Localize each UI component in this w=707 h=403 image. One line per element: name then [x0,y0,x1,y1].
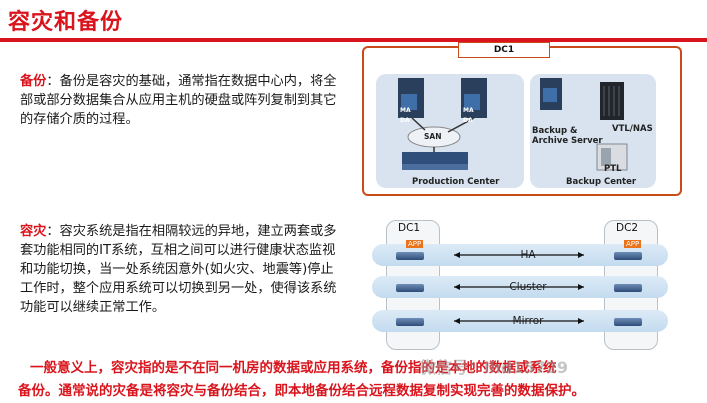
dc1-storage-icon [396,318,424,326]
dr-paragraph: 容灾：容灾系统是指在相隔较远的异地，建立两套或多套功能相同的IT系统，互相之间可… [20,222,342,317]
vtl-nas-label: VTL/NAS [612,124,653,134]
backup-text: ：备份是容灾的基础，通常指在数据中心内，将全部或部分数据集合从应用主机的硬盘或阵… [20,74,337,127]
dc2-storage-icon [614,318,642,326]
dr-arrows [362,218,678,348]
production-center-label: Production Center [412,177,499,187]
footer-line-2: 备份。通常说的灾备是将容灾与备份结合，即本地备份结合远程数据复制实现完善的数据保… [18,379,585,399]
dc1-app-tag: APP [406,240,423,248]
dc1-cluster-server-icon [396,284,424,292]
backup-term: 备份 [20,74,46,89]
production-zone [376,74,524,188]
dc1-label: DC1 [458,42,550,58]
server-tag-1: MA DA [400,106,411,126]
dc2-app-server-icon [614,252,642,260]
dc2-app-tag: APP [624,240,641,248]
dc2-cluster-server-icon [614,284,642,292]
watermark: 微信号：lhd15729 [420,354,568,378]
backup-paragraph: 备份：备份是容灾的基础，通常指在数据中心内，将全部或部分数据集合从应用主机的硬盘… [20,72,340,129]
title-rule [0,38,707,42]
dr-text: ：容灾系统是指在相隔较远的异地，建立两套或多套功能相同的IT系统，互相之间可以进… [20,224,337,315]
backup-center-label: Backup Center [566,177,636,187]
page-title: 容灾和备份 [8,4,123,36]
ptl-label: PTL [604,164,621,174]
san-label: SAN [424,132,441,142]
dr-diagram: DC1 DC2 HA Cluster Mirror APP APP [362,218,678,348]
dc1-app-server-icon [396,252,424,260]
dr-term: 容灾 [20,224,46,239]
backup-server-label: Backup & Archive Server [532,126,603,146]
server-tag-2: MA DA [463,106,474,126]
